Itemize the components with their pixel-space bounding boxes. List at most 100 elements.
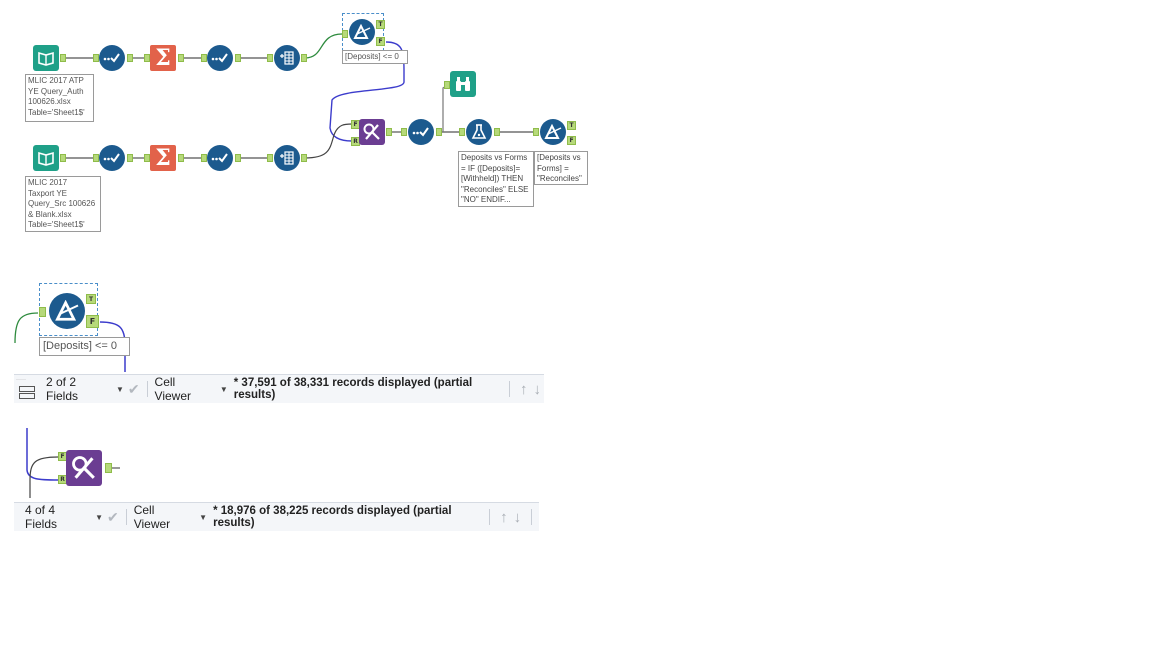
results-toolbar-1: ····· 2 of 2 Fields ▼ ✔ Cell Viewer ▼ * … [14, 374, 544, 403]
divider [489, 509, 491, 525]
drag-grip-icon[interactable]: ····· [16, 377, 38, 399]
output-anchor[interactable] [436, 128, 442, 136]
input-anchor[interactable] [267, 54, 273, 62]
book-icon [38, 151, 54, 166]
output-anchor[interactable] [235, 54, 241, 62]
results-toolbar-2: 4 of 4 Fields ▼ ✔ Cell Viewer ▼ * 18,976… [14, 502, 539, 531]
checkmark-icon [211, 53, 228, 63]
input-anchor[interactable] [39, 307, 46, 317]
output-anchor[interactable] [301, 54, 307, 62]
true-anchor[interactable]: T [376, 20, 385, 29]
sigma-icon: Σ [155, 145, 171, 171]
checkmark-icon [412, 127, 429, 137]
output-anchor[interactable] [105, 463, 112, 473]
fields-dropdown[interactable]: 2 of 2 Fields [46, 375, 79, 403]
records-status: * 18,976 of 38,225 records displayed (pa… [213, 505, 452, 529]
input-data-tool-2[interactable] [33, 145, 59, 171]
browse-tool[interactable] [450, 71, 476, 97]
divider [146, 381, 148, 397]
flask-icon [471, 124, 487, 139]
input-anchor[interactable] [342, 30, 348, 38]
data-cleansing-tool-2[interactable] [274, 145, 300, 171]
select-tool-3[interactable] [99, 145, 125, 171]
arrow-down-icon[interactable]: ↓ [533, 380, 542, 398]
filter-prism-icon [544, 124, 562, 139]
input-anchor[interactable] [459, 128, 465, 136]
input-anchor[interactable] [144, 154, 150, 162]
input-annotation-1: MLIC 2017 ATP YE Query_Auth 100626.xlsx … [25, 74, 94, 122]
records-status: * 37,591 of 38,331 records displayed (pa… [233, 377, 473, 401]
checkmark-icon [103, 53, 120, 63]
check-icon[interactable]: ✔ [107, 508, 119, 525]
filter-annotation-1: [Deposits] <= 0 [342, 50, 408, 64]
input-anchor[interactable] [267, 154, 273, 162]
binoculars-icon [456, 77, 470, 91]
summarize-tool-2[interactable]: Σ [150, 145, 176, 171]
find-replace-icon [363, 123, 380, 140]
output-anchor[interactable] [60, 54, 66, 62]
book-icon [38, 51, 54, 66]
arrow-up-icon[interactable]: ↑ [500, 508, 508, 526]
cleanse-grid-icon [280, 51, 294, 65]
input-anchor[interactable] [401, 128, 407, 136]
select-tool-5[interactable] [408, 119, 434, 145]
divider [509, 381, 511, 397]
output-anchor[interactable] [178, 154, 184, 162]
select-tool-2[interactable] [207, 45, 233, 71]
filter-annotation-detail: [Deposits] <= 0 [39, 337, 130, 356]
select-tool-4[interactable] [207, 145, 233, 171]
arrow-up-icon[interactable]: ↑ [520, 380, 528, 398]
filter-tool-1[interactable] [349, 19, 375, 45]
checkmark-icon [211, 153, 228, 163]
data-cleansing-tool-1[interactable] [274, 45, 300, 71]
false-anchor[interactable]: F [376, 37, 385, 46]
check-icon[interactable]: ✔ [127, 380, 140, 397]
output-anchor[interactable] [127, 154, 133, 162]
divider [531, 509, 533, 525]
formula-annotation: Deposits vs Forms = IF ([Deposits]= [Wit… [458, 151, 534, 207]
output-anchor[interactable] [386, 128, 392, 136]
sigma-icon: Σ [155, 45, 171, 71]
chevron-down-icon[interactable]: ▼ [219, 384, 228, 394]
filter-annotation-2: [Deposits vs Forms] = "Reconciles" [534, 151, 588, 185]
find-replace-tool-detail[interactable] [66, 450, 102, 486]
cell-viewer-dropdown[interactable]: Cell Viewer [154, 375, 192, 403]
arrow-down-icon[interactable]: ↓ [513, 508, 522, 526]
input-anchor[interactable] [93, 154, 99, 162]
chevron-down-icon[interactable]: ▼ [95, 512, 104, 522]
formula-tool[interactable] [466, 119, 492, 145]
input-anchor[interactable] [533, 128, 539, 136]
select-tool-1[interactable] [99, 45, 125, 71]
filter-tool-2[interactable] [540, 119, 566, 145]
input-anchor[interactable] [93, 54, 99, 62]
input-annotation-2: MLIC 2017 Taxport YE Query_Src 100626 & … [25, 176, 101, 232]
true-anchor[interactable]: T [567, 121, 576, 130]
checkmark-icon [103, 153, 120, 163]
false-anchor[interactable]: F [567, 136, 576, 145]
input-anchor[interactable] [201, 154, 207, 162]
find-replace-icon [72, 456, 95, 479]
find-replace-tool[interactable] [359, 119, 385, 145]
input-anchor[interactable] [444, 81, 450, 89]
input-anchor[interactable] [144, 54, 150, 62]
cell-viewer-dropdown[interactable]: Cell Viewer [133, 503, 171, 531]
cleanse-grid-icon [280, 151, 294, 165]
input-anchor[interactable] [201, 54, 207, 62]
output-anchor[interactable] [494, 128, 500, 136]
output-anchor[interactable] [178, 54, 184, 62]
chevron-down-icon[interactable]: ▼ [115, 384, 124, 394]
summarize-tool-1[interactable]: Σ [150, 45, 176, 71]
true-anchor[interactable]: T [86, 294, 96, 304]
false-anchor[interactable]: F [86, 315, 99, 328]
output-anchor[interactable] [127, 54, 133, 62]
output-anchor[interactable] [60, 154, 66, 162]
divider [125, 509, 127, 525]
fields-dropdown[interactable]: 4 of 4 Fields [25, 503, 58, 531]
filter-prism-icon [55, 300, 79, 321]
chevron-down-icon[interactable]: ▼ [199, 512, 208, 522]
input-data-tool-1[interactable] [33, 45, 59, 71]
filter-tool-detail[interactable] [49, 293, 85, 329]
output-anchor[interactable] [301, 154, 307, 162]
output-anchor[interactable] [235, 154, 241, 162]
